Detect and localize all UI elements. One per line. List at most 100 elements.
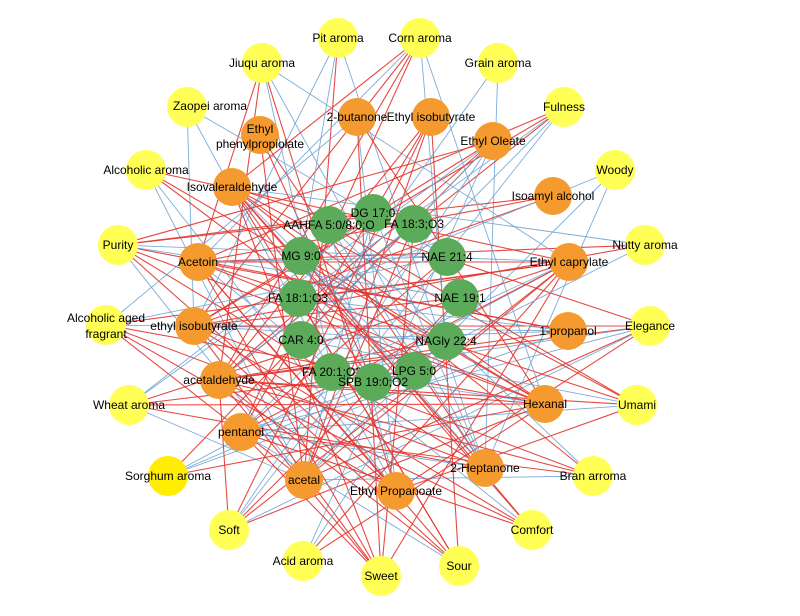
node-label-zaopei: Zaopei aroma: [173, 99, 247, 113]
edge-nae191-ethiso2: [193, 297, 461, 327]
edge-acetal-ethcap: [303, 261, 570, 481]
node-woody: Woody: [595, 150, 635, 190]
node-sorghum: Sorghum aroma: [125, 456, 211, 496]
node-circle-jiuqu: [242, 43, 282, 83]
node-etholeate: Ethyl Oleate: [460, 122, 526, 160]
edge-sour-acetald: [218, 379, 460, 567]
node-elegance: Elegance: [625, 306, 675, 346]
node-label-fulness: Fulness: [543, 100, 585, 114]
node-grain: Grain aroma: [465, 43, 532, 83]
edge-sorghum-propanol: [167, 330, 569, 477]
node-fa183: FA 18:3;O3: [384, 205, 444, 243]
node-label-sorghum: Sorghum aroma: [125, 469, 211, 483]
node-ethiso: Ethyl isobutyrate: [387, 98, 476, 136]
node-circle-zaopei: [167, 87, 207, 127]
node-circle-nae214: [428, 238, 466, 276]
edge-sweet-butanone: [356, 116, 382, 577]
node-pentanol: pentanol: [218, 413, 264, 451]
edge-soft-ethiso: [228, 116, 432, 531]
edge-fa181-ethcap: [297, 261, 570, 299]
node-label-nutty: Nutty aroma: [612, 238, 678, 252]
node-label-lpg: LPG 5:0: [392, 364, 436, 378]
node-circle-acetoin: [179, 243, 217, 281]
edge-alcaged-nae214: [105, 256, 448, 326]
node-sweet: Sweet: [361, 556, 401, 596]
edge-aahfa-heptanone: [328, 224, 486, 469]
node-ethprop: Ethyl Propanoate: [350, 472, 442, 510]
node-circle-fa181: [279, 279, 317, 317]
edge-zaopei-ethiso2: [186, 106, 195, 327]
node-ethcap: Ethyl caprylate: [530, 243, 609, 281]
node-fa181: FA 18:1;O3: [268, 279, 328, 317]
edge-acid-hexanal: [302, 403, 546, 562]
edge-umami-isoval: [231, 186, 638, 406]
node-circle-woody: [595, 150, 635, 190]
node-circle-aahfa: [310, 206, 348, 244]
edge-pentanol-heptanone: [240, 431, 486, 469]
node-label-acetald: acetaldehyde: [183, 373, 255, 387]
node-label-acid: Acid aroma: [273, 554, 334, 568]
node-circle-mg: [282, 237, 320, 275]
edge-soft-nae191: [228, 297, 461, 531]
edge-soft-ethcap: [228, 261, 570, 531]
node-acid: Acid aroma: [273, 541, 334, 581]
node-sour: Sour: [439, 546, 479, 586]
node-corn: Corn aroma: [388, 18, 452, 58]
node-isoamyl: Isoamyl alcohol: [512, 177, 595, 215]
edge-alcaged-heptanone: [105, 324, 486, 469]
node-label-wheat: Wheat aroma: [93, 398, 165, 412]
node-label-fa183: FA 18:3;O3: [384, 217, 444, 231]
node-circle-pentanol: [222, 413, 260, 451]
node-pit: Pit aroma: [312, 18, 364, 58]
edge-nutty-isoval: [231, 186, 646, 246]
node-label-butanone: 2-butanone: [327, 110, 388, 124]
node-label-bran: Bran arroma: [560, 469, 627, 483]
node-label-isoamyl: Isoamyl alcohol: [512, 189, 595, 203]
node-label-propanol: 1-propanol: [539, 324, 596, 338]
node-label-mg: MG 9:0: [281, 249, 321, 263]
node-circle-comfort: [512, 510, 552, 550]
node-label-nagly: NAGly 22:4: [415, 334, 477, 348]
node-label-soft: Soft: [218, 523, 240, 537]
node-label-ethiso2: ethyl isobutyrate: [150, 319, 238, 333]
node-label-hexanal: Hexanal: [523, 397, 567, 411]
node-bran: Bran arroma: [560, 456, 627, 496]
edge-heptanone-isoval: [231, 186, 486, 469]
edge-alcoholic-acetal: [145, 169, 305, 481]
node-dg: DG 17:0: [351, 194, 396, 232]
node-circle-sweet: [361, 556, 401, 596]
node-circle-grain: [478, 43, 518, 83]
node-label-pit: Pit aroma: [312, 31, 364, 45]
edge-ethphen-heptanone: [259, 134, 486, 469]
edge-sweet-pentanol: [240, 431, 382, 577]
edge-alcaged-butanone: [105, 116, 358, 326]
node-label-sweet: Sweet: [364, 569, 398, 583]
node-ethiso2: ethyl isobutyrate: [150, 307, 238, 345]
node-circle-sorghum: [148, 456, 188, 496]
edge-umami-acetald: [218, 379, 638, 406]
node-label-ethiso: Ethyl isobutyrate: [387, 110, 476, 124]
edge-grain-car: [300, 62, 499, 341]
node-circle-ethiso2: [175, 307, 213, 345]
node-propanol: 1-propanol: [539, 312, 597, 350]
node-circle-lpg: [395, 352, 433, 390]
node-label-heptanone: 2-Heptanone: [450, 461, 520, 475]
edge-nae214-acetoin: [197, 256, 448, 263]
node-circle-ethphen: [241, 116, 279, 154]
edge-wheat-heptanone: [128, 404, 486, 469]
edge-jiuqu-fa201: [261, 62, 333, 373]
node-label-fa181: FA 18:1;O3: [268, 291, 328, 305]
edge-acetald-etholeate: [218, 140, 494, 381]
node-circle-hexanal: [526, 385, 564, 423]
node-circle-acetal: [285, 461, 323, 499]
edge-bran-pentanol: [240, 431, 594, 477]
edge-soft-acetald: [218, 379, 230, 531]
node-circle-spb: [354, 363, 392, 401]
node-circle-heptanone: [466, 449, 504, 487]
node-fulness: Fulness: [543, 87, 585, 127]
node-zaopei: Zaopei aroma: [167, 87, 247, 127]
node-aahfa: AAHFA 5:0/8:0;O: [283, 206, 375, 244]
node-label-aahfa: AAHFA 5:0/8:0;O: [283, 218, 374, 232]
